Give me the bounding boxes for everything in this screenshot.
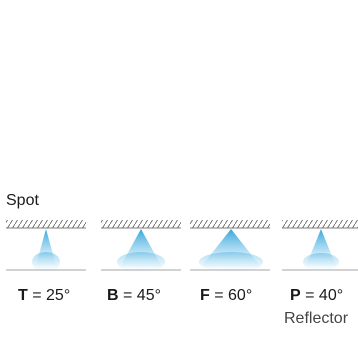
fixture-t <box>6 220 86 272</box>
label-p-subtitle: Reflector <box>284 310 349 327</box>
diagram-title: Spot <box>6 192 39 209</box>
label-p-angle: = 40° <box>305 287 344 304</box>
label-b-angle: = 45° <box>123 287 161 304</box>
fixture-f <box>190 220 270 272</box>
label-f-angle: = 60° <box>214 287 253 304</box>
ceiling-hatch <box>6 220 86 228</box>
beam-glow <box>199 252 263 272</box>
ceiling-hatch <box>101 220 181 228</box>
label-t: T = 25° <box>18 286 70 306</box>
beam-glow <box>117 252 165 272</box>
beam-glow <box>32 252 60 272</box>
label-t-angle: = 25° <box>32 287 71 304</box>
fixture-p <box>282 220 358 271</box>
label-b-letter: B <box>107 287 119 304</box>
ceiling-hatch <box>282 220 358 228</box>
label-p: P = 40° <box>290 286 343 306</box>
beam-glow <box>303 253 339 271</box>
label-t-letter: T <box>18 287 28 304</box>
label-p-letter: P <box>290 287 301 304</box>
label-f: F = 60° <box>200 286 252 306</box>
ceiling-hatch <box>190 220 270 228</box>
fixture-b <box>101 220 181 272</box>
label-f-letter: F <box>200 287 210 304</box>
label-b: B = 45° <box>107 286 161 306</box>
